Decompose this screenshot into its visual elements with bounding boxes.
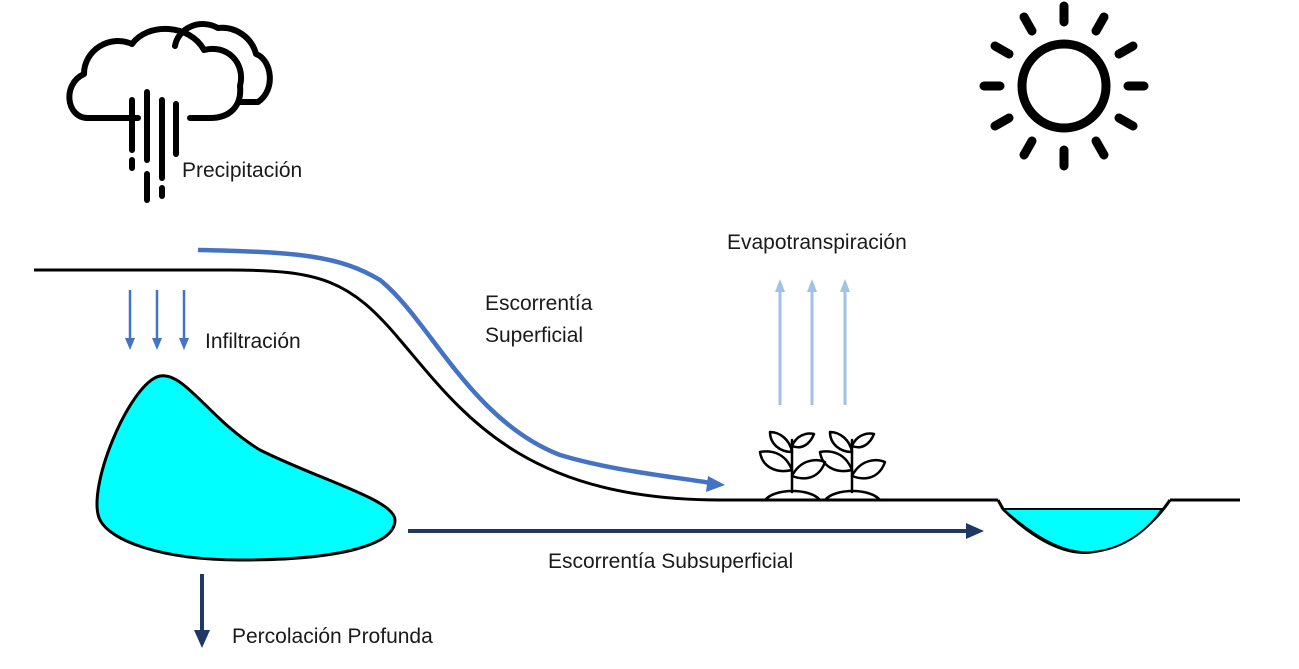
subsurface-runoff-label: Escorrentía Subsuperficial <box>548 550 793 573</box>
evapotranspiration-arrows <box>775 279 850 405</box>
deep-percolation-arrow <box>194 574 210 648</box>
surface-runoff-label-line2: Superficial <box>485 324 583 347</box>
surface-runoff-arrow <box>197 247 719 487</box>
deep-percolation-label: Percolación Profunda <box>232 625 433 648</box>
river-water <box>1000 508 1164 554</box>
surface-runoff-arrowhead <box>706 476 725 492</box>
sun-icon <box>979 1 1149 171</box>
infiltration-arrows <box>125 290 189 350</box>
ground-line <box>34 268 998 502</box>
surface-runoff-label-line1: Escorrentía <box>485 292 593 315</box>
subsurface-runoff-arrow <box>408 523 984 539</box>
plant-icon <box>758 430 887 502</box>
precipitation-label: Precipitación <box>182 159 302 182</box>
groundwater-body <box>95 374 397 562</box>
infiltration-label: Infiltración <box>205 330 301 353</box>
rain-cloud-icon <box>66 21 273 203</box>
evapotranspiration-label: Evapotranspiración <box>727 231 907 254</box>
